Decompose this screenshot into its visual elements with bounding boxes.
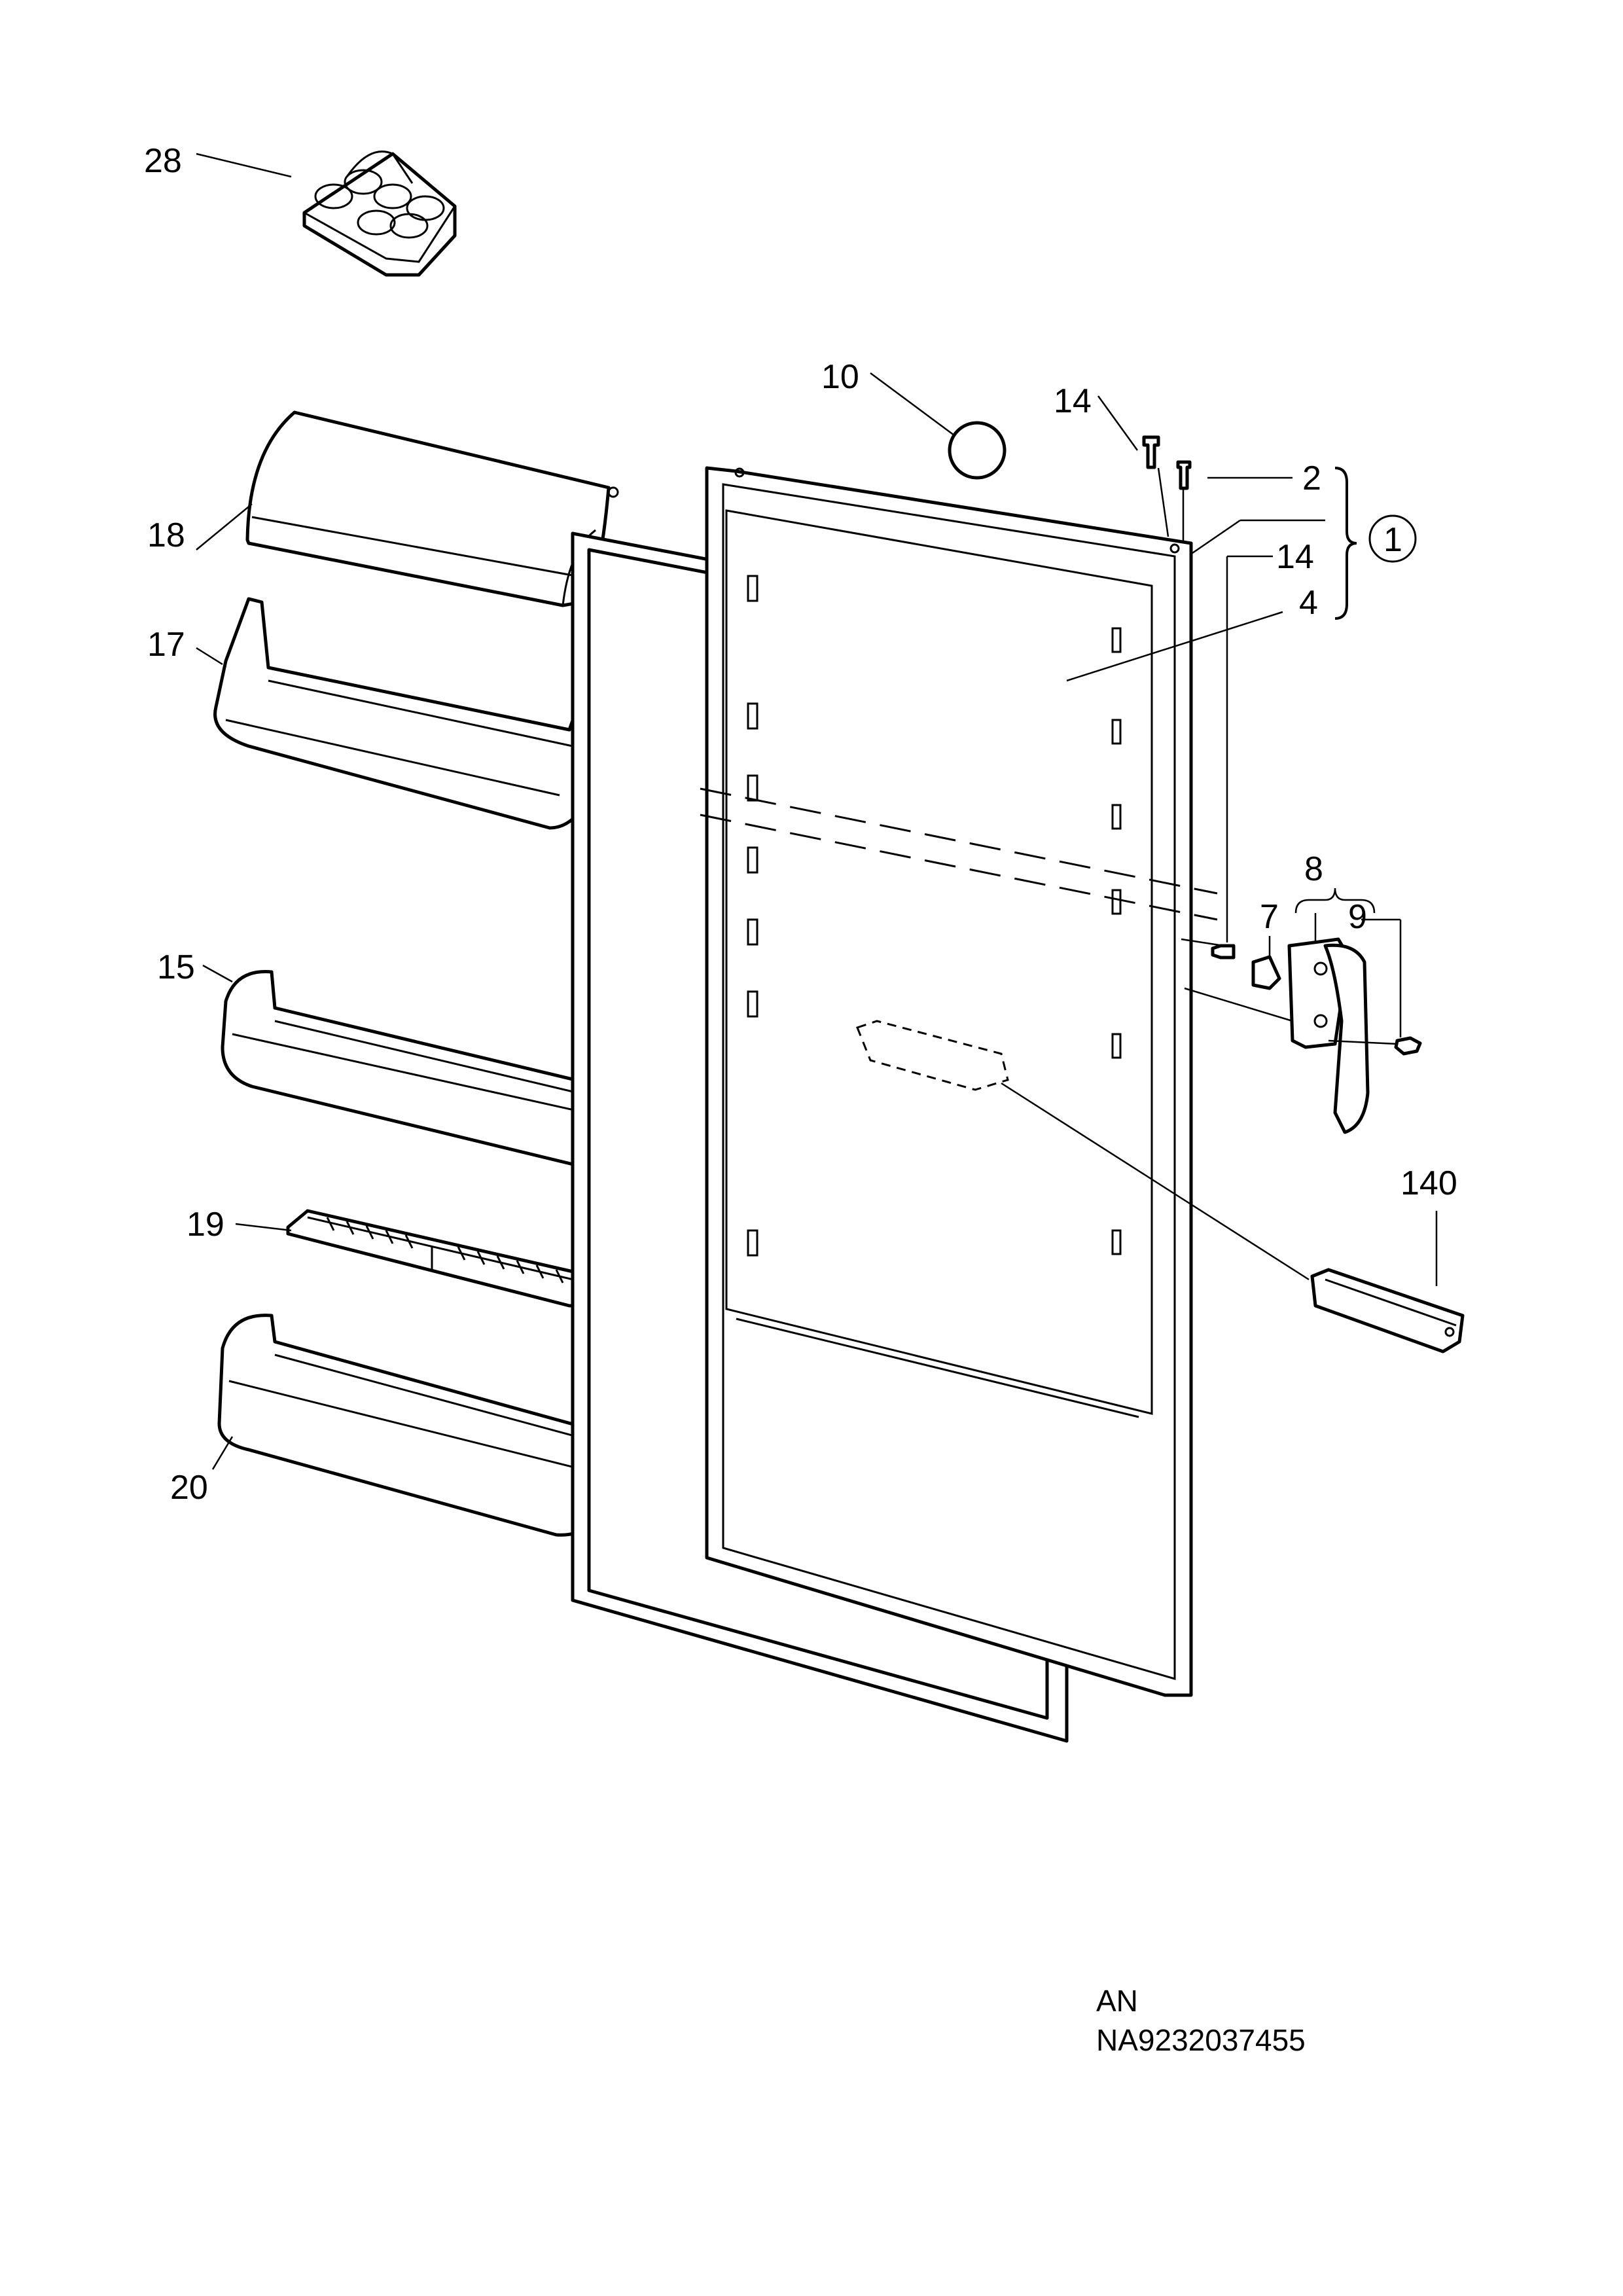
callout-9: 9: [1348, 898, 1367, 936]
callout-140: 140: [1400, 1164, 1457, 1202]
callout-19: 19: [187, 1206, 224, 1244]
round-cap-part: [948, 421, 1007, 480]
callout-4: 4: [1299, 584, 1318, 622]
dairy-compartment-lid-part: [245, 410, 619, 607]
hinge-pins: [1142, 435, 1192, 490]
diagram-code-line2: NA9232037455: [1096, 2023, 1306, 2057]
callout-14-top: 14: [1054, 382, 1092, 420]
callout-14-side: 14: [1276, 538, 1314, 576]
handle-assembly-part: [1211, 937, 1422, 1134]
group-1-circle: [1368, 514, 1417, 563]
bottom-door-shelf-part: [217, 1314, 611, 1537]
handle-spare-part: [1310, 1268, 1465, 1354]
group-bracket-1: [1334, 467, 1357, 620]
callout-28: 28: [144, 142, 182, 180]
callout-1: 1: [1383, 521, 1402, 559]
callout-7: 7: [1260, 898, 1279, 936]
leader-lines: [196, 152, 1438, 1470]
callout-15: 15: [157, 948, 195, 986]
callout-2: 2: [1302, 459, 1321, 497]
callout-8: 8: [1304, 850, 1323, 888]
upper-door-shelf-part: [213, 597, 607, 830]
group-bracket-8: [1294, 888, 1376, 914]
callout-18: 18: [147, 516, 185, 554]
egg-tray-part: [302, 151, 457, 277]
callout-20: 20: [170, 1469, 208, 1507]
bottle-grid-part: [286, 1209, 624, 1308]
callout-17: 17: [147, 626, 185, 664]
middle-door-shelf-part: [221, 970, 617, 1167]
diagram-code-line1: AN: [1096, 1984, 1138, 2018]
callout-10: 10: [821, 358, 859, 396]
